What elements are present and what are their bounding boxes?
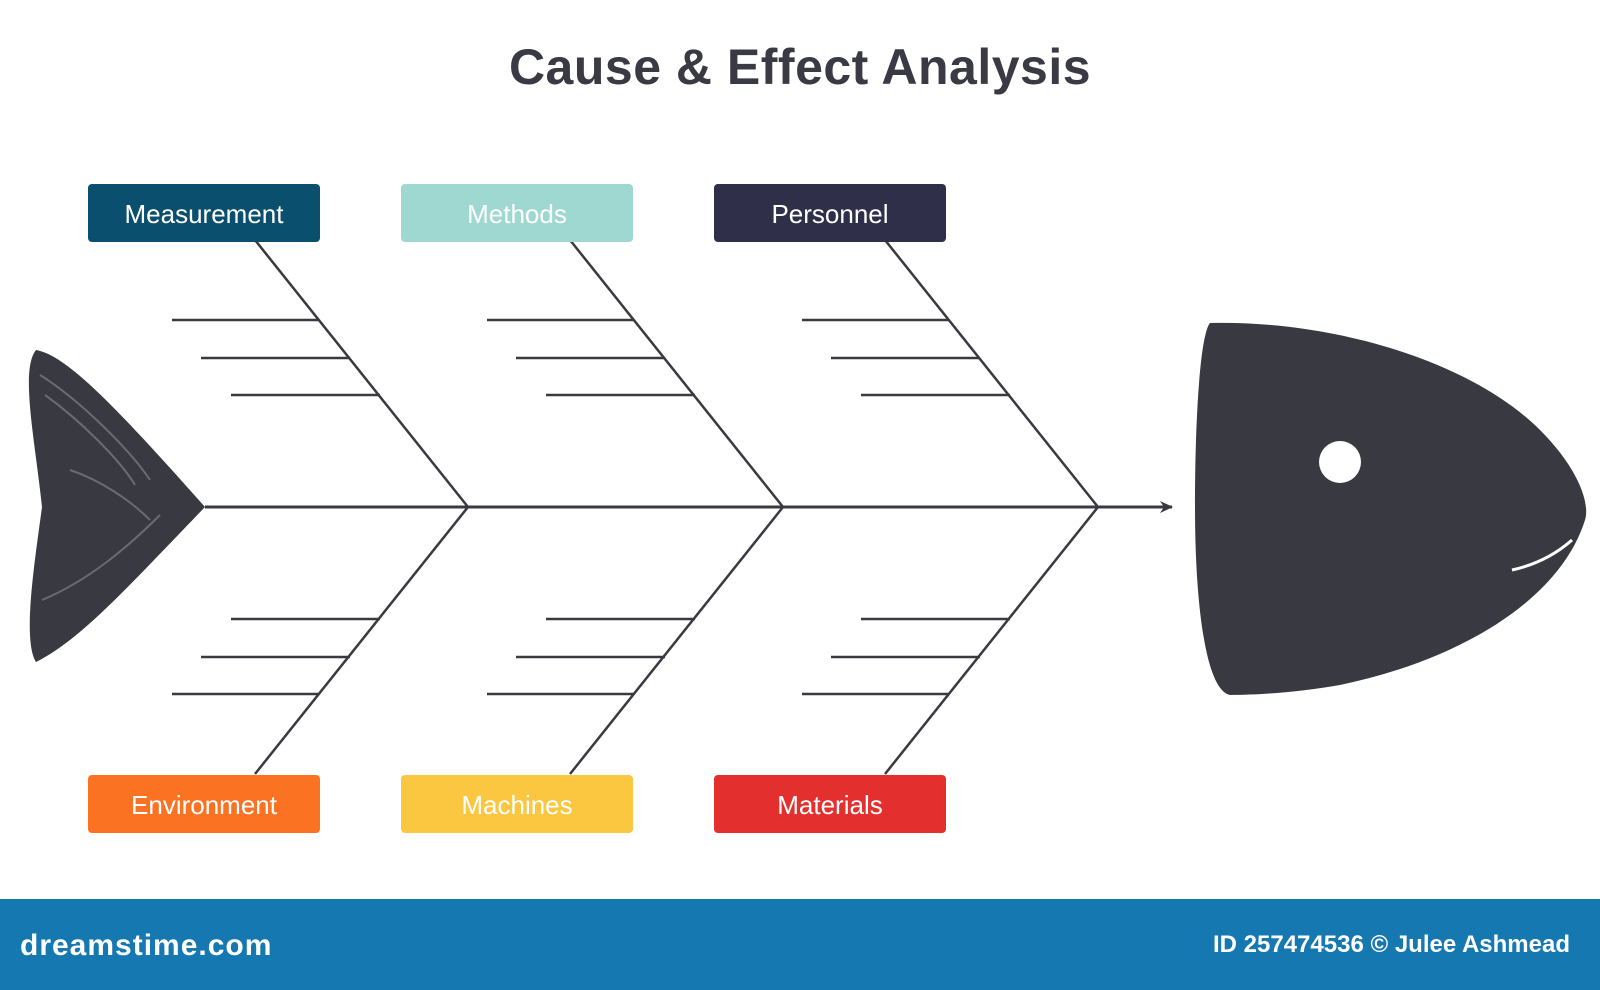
category-label-environment: Environment <box>131 790 278 820</box>
category-environment: Environment <box>88 775 320 833</box>
category-methods: Methods <box>401 184 633 242</box>
category-measurement: Measurement <box>88 184 320 242</box>
bone-personnel <box>802 239 1099 508</box>
category-personnel: Personnel <box>714 184 946 242</box>
fishbone-diagram: Measurement Methods Personnel Environmen… <box>28 184 1587 833</box>
category-label-measurement: Measurement <box>125 199 285 229</box>
bone-machines <box>487 506 784 775</box>
footer-brand[interactable]: dreamstime.com <box>20 929 273 962</box>
footer-bar: dreamstime.com ID 257474536 © Julee Ashm… <box>0 899 1600 990</box>
bone-measurement <box>172 239 469 508</box>
category-materials: Materials <box>714 775 946 833</box>
category-machines: Machines <box>401 775 633 833</box>
category-label-machines: Machines <box>461 790 572 820</box>
fish-eye <box>1319 441 1361 483</box>
bone-environment <box>172 506 469 775</box>
category-label-personnel: Personnel <box>771 199 888 229</box>
category-label-materials: Materials <box>777 790 882 820</box>
category-label-methods: Methods <box>467 199 567 229</box>
fish-mouth <box>1511 538 1573 572</box>
footer-credit: ID 257474536 © Julee Ashmead <box>1213 931 1570 958</box>
bone-materials <box>802 506 1099 775</box>
bone-methods <box>487 239 784 508</box>
fish-head <box>1195 322 1587 695</box>
page-title: Cause & Effect Analysis <box>508 39 1092 95</box>
fish-tail <box>28 350 205 662</box>
